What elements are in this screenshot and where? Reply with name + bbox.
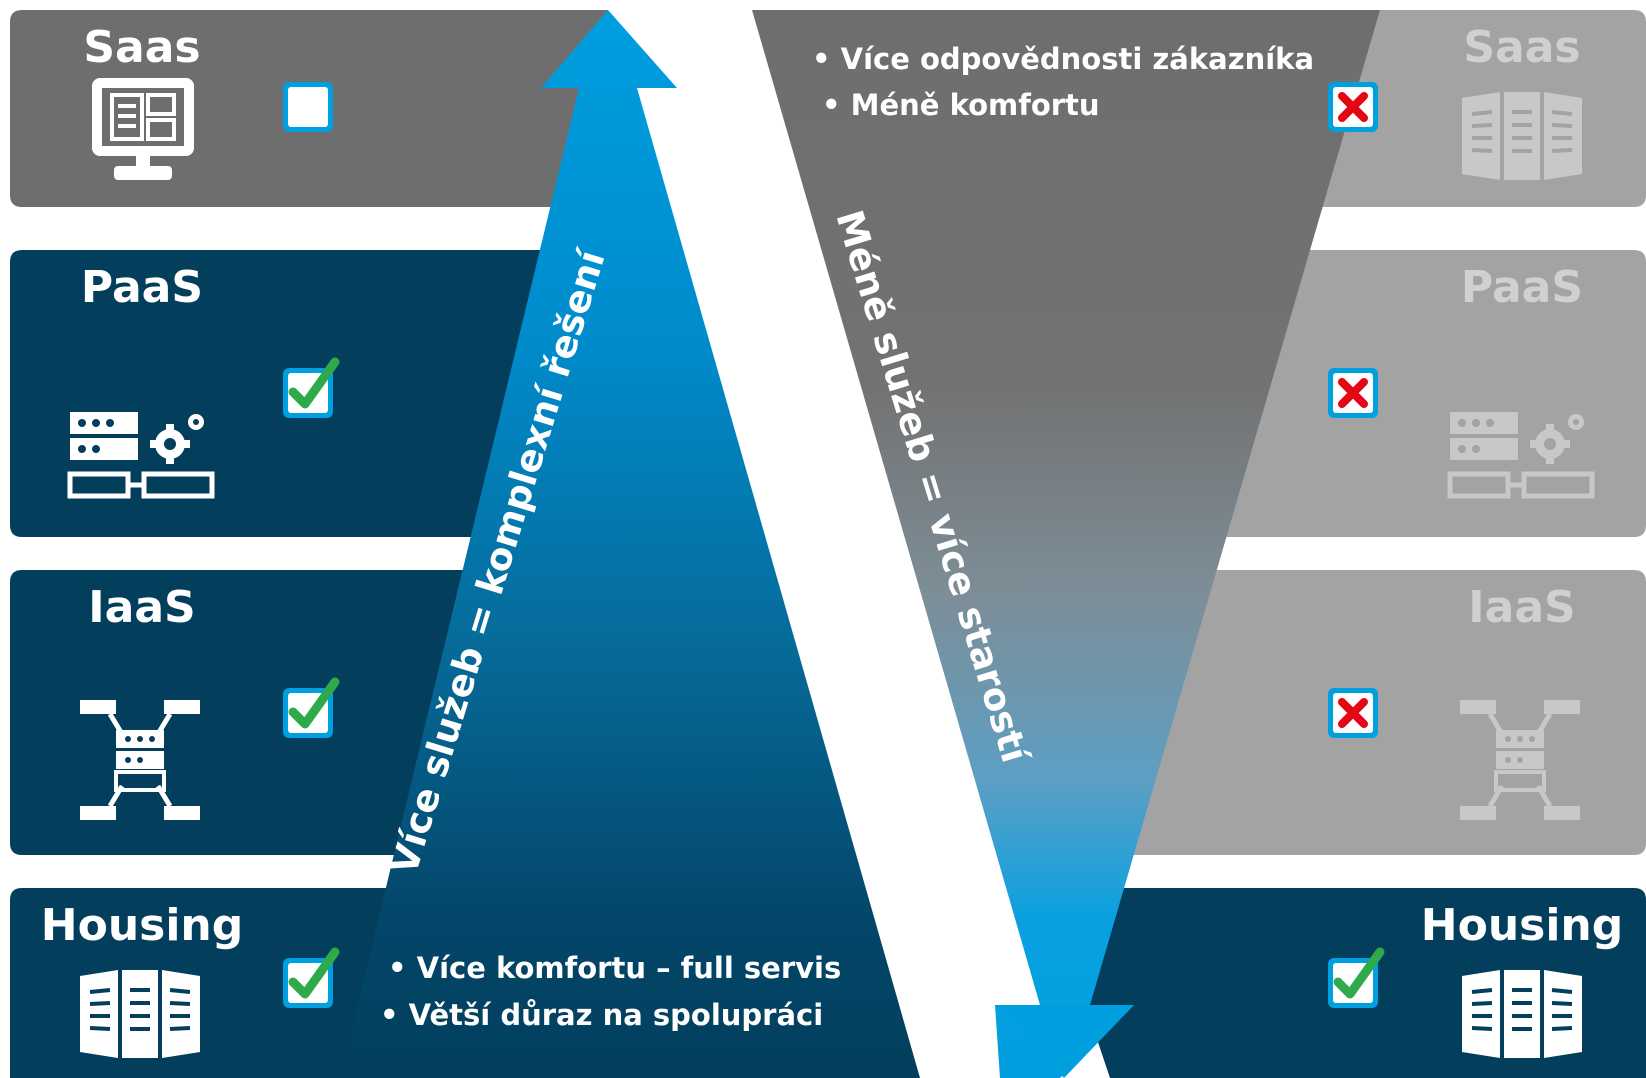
left-housing-checkbox-checked [283,947,340,1008]
cross-icon [1338,698,1368,728]
right-label-iaas: IaaS [1468,582,1575,633]
left-bullet-1: • Více komfortu – full servis [388,951,841,985]
left-saas-checkbox-empty [283,82,333,132]
right-iaas-checkbox-crossed [1328,688,1378,738]
right-housing-checkbox-checked [1328,947,1385,1008]
left-paas-checkbox-checked [283,357,340,418]
check-icon [1333,947,1385,999]
left-label-saas: Saas [83,22,200,73]
left-iaas-checkbox-checked [283,677,340,738]
server-rack-icon [1462,92,1582,180]
right-label-paas: PaaS [1461,262,1583,313]
right-bullet-2: • Méně komfortu [822,88,1100,122]
right-saas-checkbox-crossed [1328,82,1378,132]
left-arrow [340,10,920,1078]
platform-icon [67,412,215,499]
check-icon [288,947,340,999]
cross-icon [1338,92,1368,122]
right-label-saas: Saas [1463,22,1580,73]
platform-icon [1447,412,1595,499]
cross-icon [1338,378,1368,408]
monitor-icon [92,78,194,180]
left-label-paas: PaaS [81,262,203,313]
right-arrow [752,10,1380,1078]
right-arrow-head [995,1005,1134,1078]
right-paas-checkbox-crossed [1328,368,1378,418]
right-label-housing: Housing [1421,900,1623,951]
left-label-housing: Housing [41,900,243,951]
left-label-iaas: IaaS [88,582,195,633]
infrastructure-icon [1460,700,1580,820]
left-bullet-2: • Větší důraz na spolupráci [380,998,823,1032]
server-rack-icon [1462,970,1582,1058]
check-icon [288,357,340,409]
right-bullet-1: • Více odpovědnosti zákazníka [812,42,1314,76]
server-rack-icon [80,970,200,1058]
infrastructure-icon [80,700,200,820]
check-icon [288,677,340,729]
